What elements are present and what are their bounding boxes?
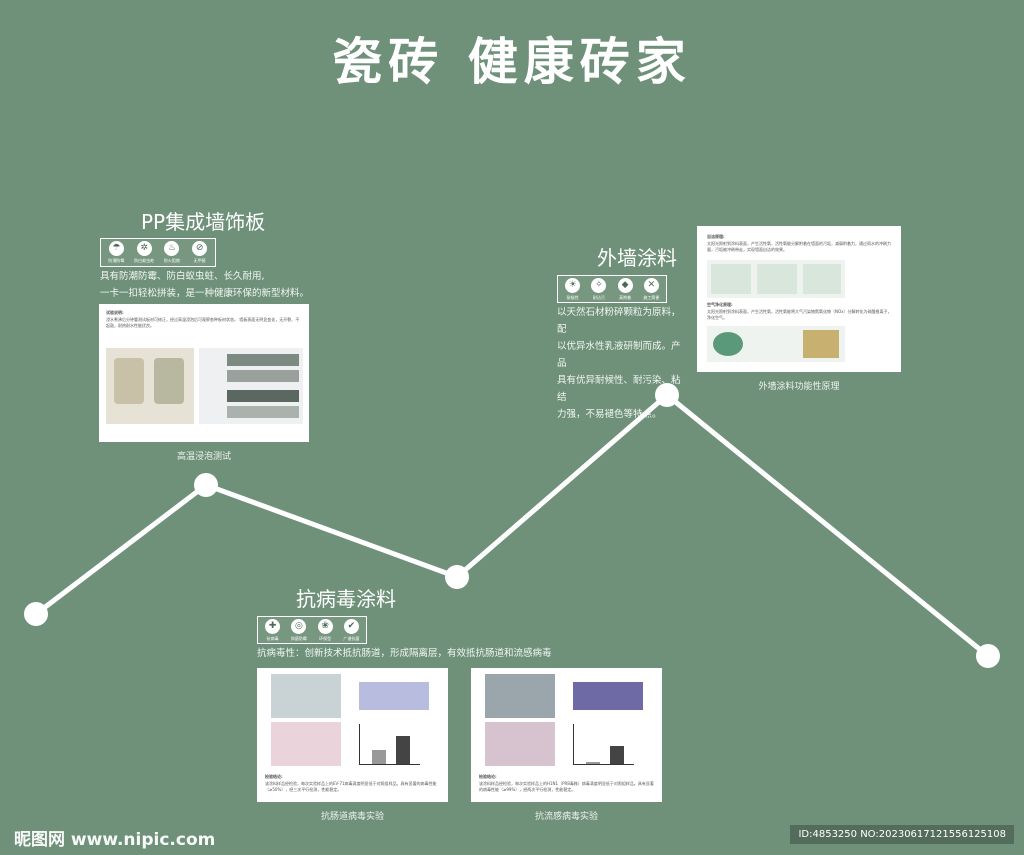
lab-photo (485, 722, 555, 766)
antivirus-icon: ✚抗病毒 (265, 618, 281, 641)
influenza-virus-card: 检验结论: 该涂料样品经检验，每次实验样品上的H1N1（PR8毒株）病毒滴度明显… (471, 668, 662, 802)
moisture-icon: ☂防潮防霉 (108, 241, 125, 263)
intestinal-virus-card: 检验结论: 该涂料样品经检验，每次实验样品上的EV-71病毒滴度明显低于对照组样… (257, 668, 448, 802)
fire-icon: ♨防火阻燃 (163, 241, 180, 263)
card1-heading: 检验结论: (265, 774, 283, 779)
antivirus-desc: 抗病毒性：创新技术抵抗肠道，形成隔离层，有效抵抗肠道和流感病毒 (257, 648, 552, 659)
exterior-desc-line: 具有优异耐候性、耐污染、粘结 (557, 375, 681, 403)
result-bar-chart (573, 724, 634, 765)
antivirus-heading: 抗病毒涂料 (296, 587, 396, 611)
antibacterial-icon: ◎抑菌防霉 (290, 618, 307, 641)
lab-photo (485, 674, 555, 718)
eco-icon: ❀环保型 (317, 618, 333, 641)
plate-photo (359, 682, 429, 710)
petri-dish-photo (271, 722, 341, 766)
result-bar-chart (359, 724, 420, 765)
pp-caption: 高温浸泡测试 (176, 452, 231, 462)
air-purify-heading: 空气净化原理: (707, 302, 733, 307)
timeline-dot (655, 383, 679, 407)
pp-desc-line: 具有防潮防霉、防白蚁虫蛀、长久耐用, (100, 271, 265, 282)
pp-test-card: 试验说明: 浸水煮沸后分钟重测试板材可修正，经过高温浸泡后可观察各种板材状态。 … (99, 304, 309, 442)
card2-heading: 检验结论: (479, 774, 497, 779)
pp-card-text: 浸水煮沸后分钟重测试板材可修正，经过高温浸泡后可观察各种板材状态。 墙板表面无明… (106, 317, 300, 328)
bond-icon: ◆高附着 (617, 277, 633, 300)
exterior-principle-card: 自洁原理: 太阳光照射到涂料表面，产生活性氧，活性氧能分解附着在墙面的污垢，减弱… (697, 226, 901, 372)
air-purify-text: 太阳光照射到涂料表面，产生活性氧，活性氧能将大气污染物氮氧化物（NOx）分解转化… (707, 309, 892, 320)
insect-icon: ✲防白蚁虫蛀 (134, 241, 155, 263)
panel-photos (199, 348, 303, 424)
stain-icon: ✧耐沾污 (591, 277, 607, 300)
formaldehyde-icon: ⊘无甲醛 (192, 241, 208, 263)
pp-card-heading: 试验说明: (106, 310, 124, 315)
pp-desc-line: 一卡一扣轻松拼装，是一种健康环保的新型材料。 (100, 288, 310, 299)
exterior-desc-line: 以天然石材粉碎颗粒为原料，配 (557, 307, 681, 335)
certified-icon: ✔广谱抗菌 (343, 618, 360, 641)
image-id-label: ID:4853250 NO:20230617121556125108 (790, 825, 1014, 844)
self-clean-diagram (707, 260, 845, 298)
construction-icon: ✕施工简便 (643, 277, 660, 300)
exterior-icon-bar: ☀耐候性 ✧耐沾污 ◆高附着 ✕施工简便 (557, 275, 667, 303)
card1-text: 该涂料样品经检验，每次实验样品上的EV-71病毒滴度明显低于对照组样品。具有显著… (265, 781, 437, 792)
antivirus-icon-bar: ✚抗病毒 ◎抑菌防霉 ❀环保型 ✔广谱抗菌 (257, 616, 367, 644)
timeline-dot (976, 644, 1000, 668)
kettle-photo (106, 348, 194, 424)
timeline-dot (194, 473, 218, 497)
self-clean-text: 太阳光照射到涂料表面，产生活性氧，活性氧能分解附着在墙面的污垢，减弱附着力，通过… (707, 241, 891, 252)
plate-photo (573, 682, 643, 710)
pp-icon-bar: ☂防潮防霉 ✲防白蚁虫蛀 ♨防火阻燃 ⊘无甲醛 (100, 238, 216, 267)
page-title: 瓷砖 健康砖家 (332, 33, 692, 91)
exterior-desc-line: 以优异水性乳液研制而成。产品 (557, 341, 681, 369)
petri-dish-photo (271, 674, 341, 718)
pp-heading: PP集成墙饰板 (141, 210, 266, 234)
card2-text: 该涂料样品经检验，每次实验样品上的H1N1（PR8毒株）病毒滴度明显低于对照组样… (479, 781, 654, 792)
exterior-caption: 外墙涂料功能性原理 (758, 382, 840, 392)
weather-icon: ☀耐候性 (565, 277, 581, 300)
self-clean-heading: 自洁原理: (707, 234, 725, 239)
watermark: 昵图网 www.nipic.com (14, 830, 216, 850)
air-purify-diagram (707, 326, 845, 362)
intestinal-caption: 抗肠道病毒实验 (320, 812, 384, 822)
exterior-desc-line: 力强，不易褪色等特点。 (557, 409, 662, 420)
influenza-caption: 抗流感病毒实验 (534, 812, 598, 822)
timeline-dot (445, 565, 469, 589)
timeline-dot (24, 602, 48, 626)
exterior-heading: 外墙涂料 (597, 246, 677, 270)
